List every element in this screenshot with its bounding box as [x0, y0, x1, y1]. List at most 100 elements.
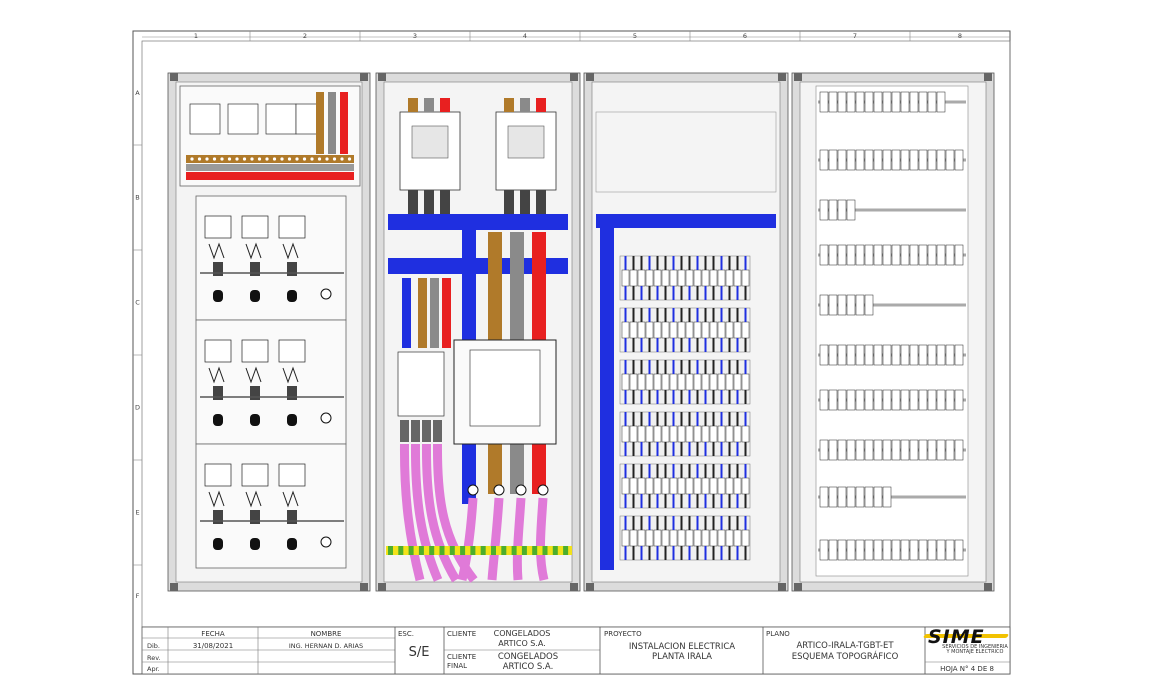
- fuse-cap: [213, 538, 223, 550]
- small-breaker: [819, 344, 829, 366]
- small-breaker: [864, 244, 874, 266]
- input-breaker: [227, 103, 259, 135]
- corner-bracket: [586, 73, 594, 81]
- row-label-apr: Apr.: [147, 665, 160, 673]
- column-label: 8: [958, 32, 962, 40]
- small-breaker: [882, 539, 892, 561]
- small-breaker: [873, 389, 883, 411]
- miniature-breaker: [653, 321, 662, 339]
- fuse-holder: [241, 215, 269, 239]
- fuse-wiring: [245, 490, 262, 508]
- logo-subtext: SERVICIOS DE INGENIERIA Y MONTAJE ELECTR…: [942, 644, 1008, 655]
- miniature-breaker: [733, 425, 742, 443]
- panel3-neutral-bar: [596, 214, 776, 228]
- main-breaker-face: [507, 125, 545, 159]
- column-label: 5: [633, 32, 637, 40]
- miniature-breaker: [629, 529, 638, 547]
- small-breaker: [918, 539, 928, 561]
- small-breaker: [882, 344, 892, 366]
- miniature-breaker: [693, 529, 702, 547]
- breaker-terminal: [504, 98, 514, 112]
- miniature-breaker: [725, 373, 734, 391]
- breaker-terminal: [440, 98, 450, 112]
- small-breaker: [855, 91, 865, 113]
- fuse-wiring: [208, 490, 225, 508]
- miniature-breaker: [717, 529, 726, 547]
- mcb-output-lug: [400, 420, 409, 442]
- miniature-breaker: [661, 321, 670, 339]
- small-breaker: [855, 294, 865, 316]
- miniature-breaker: [709, 373, 718, 391]
- small-breaker: [945, 439, 955, 461]
- small-breaker: [900, 244, 910, 266]
- miniature-breaker: [693, 477, 702, 495]
- corner-bracket: [778, 583, 786, 591]
- miniature-breaker: [645, 425, 654, 443]
- earth-bar-stripe: [470, 546, 476, 555]
- small-breaker: [828, 91, 838, 113]
- small-breaker: [828, 389, 838, 411]
- corner-bracket: [378, 73, 386, 81]
- column-label: 6: [743, 32, 747, 40]
- miniature-breaker: [733, 477, 742, 495]
- input-breaker: [265, 103, 297, 135]
- small-breaker: [837, 244, 847, 266]
- miniature-breaker: [709, 269, 718, 287]
- small-breaker: [864, 486, 874, 508]
- busbar-hole: [190, 157, 194, 161]
- miniature-breaker: [637, 477, 646, 495]
- small-breaker: [900, 439, 910, 461]
- small-breaker: [936, 244, 946, 266]
- cable-lug: [467, 484, 479, 496]
- corner-bracket: [586, 583, 594, 591]
- branch-busbar: [442, 278, 451, 348]
- vertical-busbar: [316, 92, 324, 154]
- small-breaker: [819, 539, 829, 561]
- miniature-breaker: [621, 321, 630, 339]
- earth-bar-stripe: [388, 546, 393, 555]
- fuse-base: [250, 262, 260, 276]
- small-breaker: [945, 389, 955, 411]
- small-breaker: [837, 91, 847, 113]
- fuse-base: [250, 386, 260, 400]
- busbar-hole: [272, 157, 277, 161]
- breaker-terminal: [424, 98, 434, 112]
- fecha-header: FECHA: [201, 630, 225, 638]
- row-label: D: [135, 404, 140, 412]
- small-breaker: [891, 344, 901, 366]
- miniature-breaker: [677, 373, 686, 391]
- earth-bar-stripe: [552, 546, 558, 555]
- busbar-hole: [265, 157, 269, 161]
- cliente-final-label-1: CLIENTE: [447, 653, 476, 661]
- busbar-hole: [295, 157, 299, 161]
- small-breaker: [819, 389, 829, 411]
- neutral-busbar-top: [388, 214, 568, 230]
- fuse-holder: [278, 215, 306, 239]
- miniature-breaker: [629, 269, 638, 287]
- small-breaker: [846, 539, 856, 561]
- miniature-breaker: [669, 425, 678, 443]
- power-cable: [487, 497, 504, 581]
- miniature-breaker: [685, 529, 694, 547]
- miniature-breaker: [653, 529, 662, 547]
- fuse-cap: [213, 414, 223, 426]
- small-breaker: [900, 344, 910, 366]
- miniature-breaker: [717, 477, 726, 495]
- small-breaker: [855, 149, 865, 171]
- cable-lug: [537, 484, 549, 496]
- cliente-final-value-2: ARTICO S.A.: [503, 662, 554, 672]
- miniature-breaker: [733, 269, 742, 287]
- small-breaker: [846, 199, 856, 221]
- small-breaker: [891, 91, 901, 113]
- miniature-breaker: [669, 321, 678, 339]
- earth-bar-stripe: [480, 546, 486, 555]
- fuse-cap: [287, 414, 297, 426]
- small-breaker: [873, 439, 883, 461]
- busbar-hole: [205, 157, 209, 161]
- breaker-output: [440, 190, 450, 214]
- vertical-busbar: [340, 92, 348, 154]
- power-cable: [399, 443, 425, 582]
- small-breaker: [846, 389, 856, 411]
- small-breaker: [864, 389, 874, 411]
- small-breaker: [954, 439, 964, 461]
